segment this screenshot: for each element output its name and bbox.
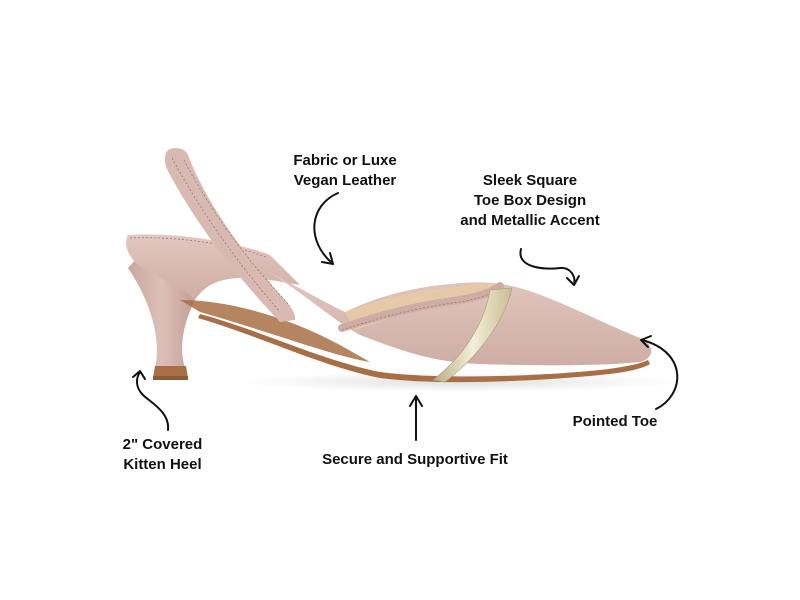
- arrow-heel-icon: [132, 370, 170, 431]
- shoe-upper: [265, 270, 652, 366]
- arrow-toe-box-icon: [519, 248, 580, 286]
- annotation-material: Fabric or Luxe Vegan Leather: [293, 152, 397, 189]
- arrow-material-icon: [313, 192, 339, 265]
- annotation-toe: Pointed Toe: [572, 413, 658, 430]
- slingback-strap: [164, 147, 296, 322]
- metallic-accent: [432, 287, 513, 383]
- annotation-toe-box: Sleek Square Toe Box Design and Metallic…: [460, 172, 600, 229]
- arrow-toe-icon: [640, 335, 679, 410]
- annotation-heel: 2" Covered Kitten Heel: [122, 436, 203, 473]
- heel-counter: [126, 234, 300, 300]
- arrow-fit-icon: [409, 395, 423, 441]
- outsole: [198, 314, 650, 383]
- annotation-fit: Secure and Supportive Fit: [322, 451, 508, 468]
